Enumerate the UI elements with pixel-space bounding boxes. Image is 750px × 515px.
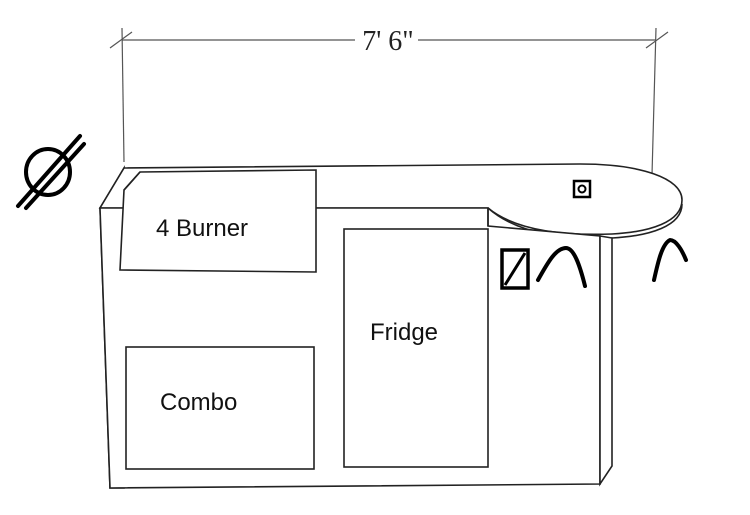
island-right-side bbox=[599, 235, 613, 487]
four-burner-grill: 4 Burner bbox=[119, 169, 317, 273]
outlet-icon bbox=[572, 179, 592, 199]
burner-label: 4 Burner bbox=[156, 215, 248, 242]
combo-label: Combo bbox=[160, 389, 237, 416]
grill-outline bbox=[119, 169, 317, 273]
switch-box-icon bbox=[500, 248, 530, 290]
combo-unit: Combo bbox=[125, 346, 315, 470]
diameter-slash-2 bbox=[24, 142, 86, 210]
dimension-tick-right bbox=[645, 31, 669, 49]
extension-line-right bbox=[651, 27, 657, 176]
fridge-outline bbox=[343, 228, 489, 468]
grill-lid-corner bbox=[123, 171, 141, 191]
fridge-label: Fridge bbox=[370, 319, 438, 346]
arch-faucet-icon-right bbox=[652, 238, 688, 282]
diameter-slash-1 bbox=[16, 134, 82, 208]
switch-box-slash bbox=[503, 252, 527, 286]
fridge-unit: Fridge bbox=[343, 228, 489, 468]
diameter-circle bbox=[24, 147, 72, 197]
extension-line-left bbox=[121, 27, 125, 163]
outlet-dot bbox=[577, 184, 587, 194]
dimension-tick-left bbox=[109, 31, 133, 49]
width-dimension-label: 7' 6" bbox=[362, 26, 413, 57]
combo-outline bbox=[125, 346, 315, 470]
arch-faucet-icon-left bbox=[536, 246, 587, 288]
width-dimension: 7' 6" bbox=[109, 26, 669, 176]
gas-line-diameter-icon bbox=[16, 134, 86, 210]
outlet-square bbox=[572, 179, 592, 199]
